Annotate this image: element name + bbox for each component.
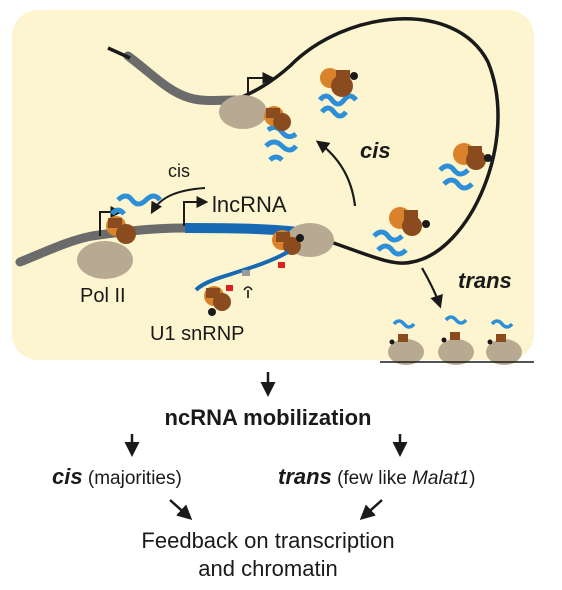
diag-arrow-left (169, 499, 193, 521)
trans-branch-note-post: ) (469, 468, 475, 489)
nucleus-panel (12, 10, 534, 360)
cis-small-arrow (150, 187, 206, 215)
pol2-label: Pol II (80, 285, 126, 307)
pol2-upper (219, 95, 267, 129)
upper-tss-arrow (247, 72, 275, 102)
lncrna-label: lncRNA (212, 192, 287, 217)
cis-small-label: cis (168, 161, 190, 181)
cis-bold-label: cis (360, 138, 391, 163)
cis-branch-note: (majorities) (83, 468, 182, 489)
trans-branch-gene: Malat1 (412, 468, 469, 489)
pol2-lower (77, 241, 133, 279)
lncrna-tss-arrow (183, 196, 209, 226)
diag-arrow-right (359, 499, 383, 521)
cis-branch-word: cis (52, 464, 83, 489)
feedback-line-1: Feedback on transcription (141, 528, 394, 553)
trans-branch-word: trans (278, 464, 332, 489)
rnp-complex-upper-left (264, 106, 298, 162)
chromatin-fiber (234, 17, 500, 265)
upper-gene-segment (123, 51, 240, 105)
mobilization-title: ncRNA mobilization (165, 405, 372, 430)
trans-bold-label: trans (458, 268, 512, 293)
lower-gene-segment (15, 223, 190, 267)
feedback-line-2: and chromatin (198, 556, 337, 581)
upper-chromatin-end (107, 46, 131, 60)
rnp-complex-right (438, 143, 492, 191)
rnp-complex-lower-left (106, 193, 162, 244)
u1-snrnp-label: U1 snRNP (150, 323, 244, 345)
trans-target-sites (380, 315, 534, 365)
cis-branch-label: cis (majorities) (52, 464, 182, 489)
rnp-complex-bottom-right (372, 207, 430, 257)
trans-branch-label: trans (few like Malat1) (278, 464, 475, 489)
rnp-complex-on-lncrna (272, 230, 304, 255)
trans-arrow (421, 267, 443, 309)
trans-branch-note-pre: (few like (332, 468, 412, 489)
rnp-complex-top (318, 68, 358, 119)
nascent-transcript-u1 (194, 250, 289, 316)
cis-large-arrow (315, 140, 357, 207)
